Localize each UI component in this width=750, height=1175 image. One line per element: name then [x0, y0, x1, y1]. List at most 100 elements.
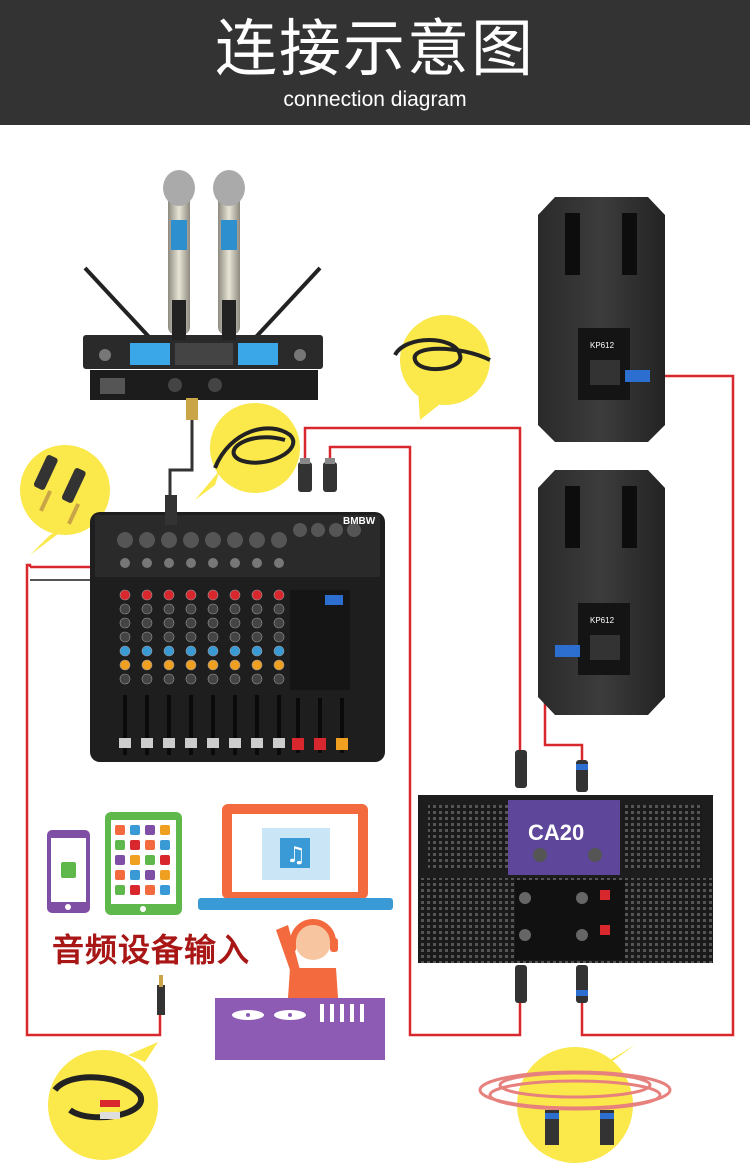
knob-icon [119, 659, 131, 671]
mixer-knobs [119, 589, 285, 685]
knob-icon [163, 673, 175, 685]
xlr-jack-icon [139, 532, 155, 548]
mixer-faders [119, 695, 348, 755]
knob-icon [185, 645, 197, 657]
knob-icon [229, 617, 241, 629]
speaker-bottom: KP612 [538, 470, 665, 715]
fader-icon [207, 738, 219, 748]
mixer-out-cable-left [303, 426, 522, 750]
music-note-icon: ♫ [280, 838, 310, 868]
microphone-icon [213, 170, 245, 340]
amplifier-model: CA20 [528, 820, 584, 845]
cable-icon [393, 338, 491, 372]
fader-icon [163, 738, 175, 748]
knob-icon [119, 603, 131, 615]
knob-icon [163, 631, 175, 643]
knob-icon [185, 603, 197, 615]
plug-icon [157, 975, 165, 1015]
knob-icon [163, 603, 175, 615]
knob-icon [251, 603, 263, 615]
xlr-jack-icon [271, 532, 287, 548]
knob-icon [207, 645, 219, 657]
knob-icon [207, 673, 219, 685]
knob-icon [273, 603, 285, 615]
tablet-icon [105, 812, 182, 915]
knob-icon [141, 673, 153, 685]
knob-icon [163, 617, 175, 629]
knob-icon [141, 589, 153, 601]
knob-icon [251, 659, 263, 671]
amp-plugs [515, 750, 588, 1003]
knob-icon [185, 673, 197, 685]
knob-icon [163, 589, 175, 601]
knob-icon [119, 673, 131, 685]
knob-icon [251, 645, 263, 657]
audio-input-label: 音频设备输入 [52, 931, 251, 969]
knob-icon [229, 673, 241, 685]
xlr-plugs [298, 458, 337, 492]
cable-icon [478, 1070, 672, 1111]
cable-icon [213, 426, 295, 469]
knob-icon [119, 631, 131, 643]
knob-icon [273, 589, 285, 601]
cable-bubble-speakon [478, 1045, 672, 1163]
knob-icon [273, 617, 285, 629]
plug-icon [33, 455, 86, 525]
wireless-receiver [83, 266, 323, 400]
knob-icon [251, 673, 263, 685]
mixer-out-cable-right [328, 445, 522, 1037]
knob-icon [141, 617, 153, 629]
knob-icon [207, 589, 219, 601]
mixer-input-jacks [117, 523, 361, 568]
knob-icon [273, 645, 285, 657]
fader-icon [185, 738, 197, 748]
knob-icon [273, 659, 285, 671]
knob-icon [207, 617, 219, 629]
knob-icon [229, 631, 241, 643]
knob-icon [141, 659, 153, 671]
knob-icon [251, 589, 263, 601]
dj-console [215, 998, 385, 1060]
fader-icon [141, 738, 153, 748]
knob-icon [141, 631, 153, 643]
knob-icon [229, 645, 241, 657]
audio-mixer: BMBW [90, 512, 385, 762]
fader-icon [292, 738, 304, 750]
knob-icon [185, 589, 197, 601]
header-bar: 连接示意图 connection diagram [0, 0, 750, 125]
knob-icon [207, 659, 219, 671]
fader-icon [119, 738, 131, 748]
xlr-jack-icon [249, 532, 265, 548]
knob-icon [163, 659, 175, 671]
knob-icon [141, 603, 153, 615]
knob-icon [251, 617, 263, 629]
knob-icon [229, 603, 241, 615]
knob-icon [119, 645, 131, 657]
speaker-top: KP612 [538, 197, 665, 442]
laptop-icon: ♫ [198, 804, 393, 910]
knob-icon [119, 617, 131, 629]
knob-icon [207, 603, 219, 615]
knob-icon [185, 631, 197, 643]
cable-bubble-trs [195, 403, 300, 500]
phone-icon [47, 830, 90, 913]
fader-icon [314, 738, 326, 750]
dj-person-icon [276, 919, 338, 998]
fader-icon [336, 738, 348, 750]
microphone-icon [163, 170, 195, 340]
cable-icon [52, 1074, 145, 1121]
cable-bubble-rca [20, 445, 110, 555]
knob-icon [229, 589, 241, 601]
knob-icon [119, 589, 131, 601]
knob-icon [141, 645, 153, 657]
knob-icon [207, 631, 219, 643]
page-subtitle: connection diagram [283, 88, 467, 111]
power-amplifier: CA20 [418, 795, 713, 963]
knob-icon [185, 659, 197, 671]
cable-bubble-xlr [393, 315, 491, 420]
audio-input-cable [25, 563, 162, 1037]
knob-icon [229, 659, 241, 671]
knob-icon [251, 631, 263, 643]
page-title: 连接示意图 [214, 12, 535, 85]
knob-icon [273, 673, 285, 685]
